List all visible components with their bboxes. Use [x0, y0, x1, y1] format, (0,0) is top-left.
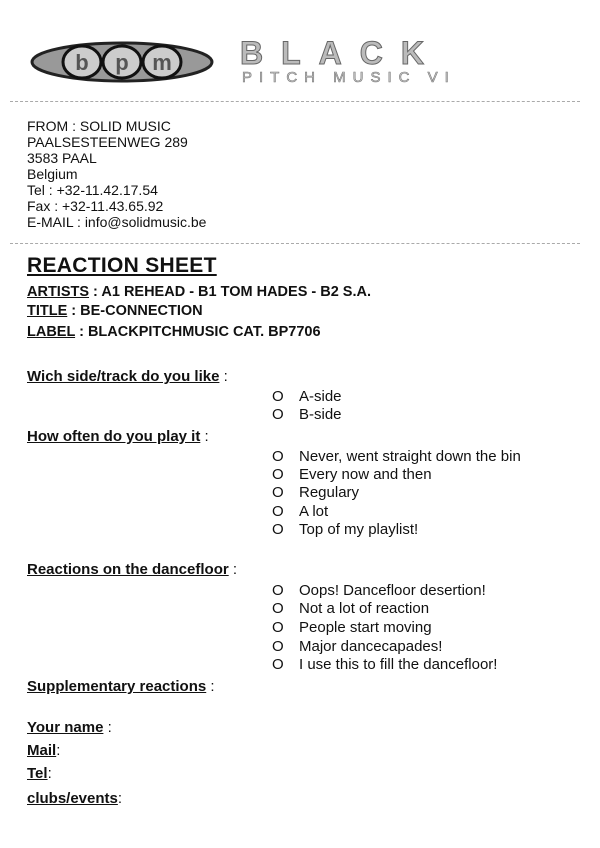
field-clubs-events[interactable]: clubs/events:: [27, 790, 122, 807]
option-label: Regulary: [299, 484, 360, 501]
option-people-moving[interactable]: O People start moving: [272, 619, 432, 636]
option-fill-dancefloor[interactable]: O I use this to fill the dancefloor!: [272, 656, 497, 673]
radio-circle-icon[interactable]: O: [272, 521, 284, 538]
colon: :: [200, 428, 209, 445]
radio-circle-icon[interactable]: O: [272, 484, 284, 501]
field-label: Tel: [27, 765, 48, 782]
colon: :: [56, 742, 61, 759]
option-label: People start moving: [299, 619, 432, 636]
artists-value: : A1 REHEAD - B1 TOM HADES - B2 S.A.: [89, 284, 372, 300]
radio-circle-icon[interactable]: O: [272, 388, 284, 405]
sheet-title: REACTION SHEET: [27, 254, 217, 277]
question-dancefloor: Reactions on the dancefloor :: [27, 561, 237, 578]
logo-subtitle: PITCH MUSIC VI: [242, 69, 456, 86]
radio-circle-icon[interactable]: O: [272, 619, 284, 636]
option-label: A lot: [299, 503, 329, 520]
option-a-side[interactable]: O A-side: [272, 388, 342, 405]
label-line: LABEL : BLACKPITCHMUSIC CAT. BP7706: [27, 324, 321, 341]
radio-circle-icon[interactable]: O: [272, 503, 284, 520]
question-label: Supplementary reactions: [27, 678, 207, 695]
colon: :: [103, 719, 112, 736]
question-supplementary: Supplementary reactions :: [27, 678, 215, 695]
colon: :: [219, 368, 228, 385]
question-side: Wich side/track do you like :: [27, 368, 228, 385]
option-never[interactable]: O Never, went straight down the bin: [272, 448, 521, 465]
fax-line: Fax : +32-11.43.65.92: [27, 198, 164, 214]
radio-circle-icon[interactable]: O: [272, 600, 284, 617]
option-major[interactable]: O Major dancecapades!: [272, 638, 442, 655]
option-label: I use this to fill the dancefloor!: [299, 656, 498, 673]
title-value: : BE-CONNECTION: [67, 303, 203, 319]
colon: :: [117, 790, 123, 807]
title-line: TITLE : BE-CONNECTION: [27, 303, 203, 320]
radio-circle-icon[interactable]: O: [272, 406, 284, 423]
option-label: Top of my playlist!: [299, 521, 419, 538]
option-top-playlist[interactable]: O Top of my playlist!: [272, 521, 418, 538]
from-line: FROM : SOLID MUSIC: [27, 118, 171, 134]
logo-word: BLACK: [240, 35, 442, 71]
divider: [10, 243, 580, 244]
radio-circle-icon[interactable]: O: [272, 656, 284, 673]
option-label: Oops! Dancefloor desertion!: [299, 582, 486, 599]
option-b-side[interactable]: O B-side: [272, 406, 342, 423]
field-your-name[interactable]: Your name :: [27, 719, 112, 736]
option-regulary[interactable]: O Regulary: [272, 484, 359, 501]
option-label: B-side: [299, 406, 342, 423]
option-a-lot[interactable]: O A lot: [272, 503, 328, 520]
field-label: clubs/events: [27, 790, 118, 807]
option-label: A-side: [299, 388, 342, 405]
radio-circle-icon[interactable]: O: [272, 448, 284, 465]
option-label: Never, went straight down the bin: [299, 448, 521, 465]
option-now-and-then[interactable]: O Every now and then: [272, 466, 432, 483]
option-label: Every now and then: [299, 466, 432, 483]
label-label: LABEL: [27, 324, 76, 340]
question-label: How often do you play it: [27, 428, 201, 445]
artists-line: ARTISTS : A1 REHEAD - B1 TOM HADES - B2 …: [27, 284, 371, 301]
country-line: Belgium: [27, 166, 78, 182]
field-label: Your name: [27, 719, 104, 736]
option-oops[interactable]: O Oops! Dancefloor desertion!: [272, 582, 486, 599]
tel-line: Tel : +32-11.42.17.54: [27, 182, 158, 198]
option-label: Major dancecapades!: [299, 638, 443, 655]
question-often: How often do you play it :: [27, 428, 209, 445]
field-label: Mail: [27, 742, 57, 759]
radio-circle-icon[interactable]: O: [272, 638, 284, 655]
street-line: PAALSESTEENWEG 289: [27, 134, 188, 150]
field-mail[interactable]: Mail:: [27, 742, 60, 759]
colon: :: [228, 561, 238, 578]
logo-letter-b: b: [75, 50, 88, 75]
logo-letter-m: m: [152, 50, 172, 75]
radio-circle-icon[interactable]: O: [272, 582, 284, 599]
radio-circle-icon[interactable]: O: [272, 466, 284, 483]
label-value: : BLACKPITCHMUSIC CAT. BP7706: [75, 324, 321, 340]
artists-label: ARTISTS: [27, 284, 90, 300]
title-label: TITLE: [27, 303, 68, 319]
question-label: Wich side/track do you like: [27, 368, 220, 385]
logo-letter-p: p: [115, 50, 128, 75]
option-label: Not a lot of reaction: [299, 600, 430, 617]
divider: [10, 101, 580, 102]
colon: :: [47, 765, 52, 782]
field-tel[interactable]: Tel:: [27, 765, 52, 782]
question-label: Reactions on the dancefloor: [27, 561, 229, 578]
email-line: E-MAIL : info@solidmusic.be: [27, 214, 207, 230]
city-line: 3583 PAAL: [27, 150, 97, 166]
colon: :: [206, 678, 215, 695]
bpm-oval-logo: b p m: [30, 41, 214, 83]
option-not-a-lot[interactable]: O Not a lot of reaction: [272, 600, 429, 617]
